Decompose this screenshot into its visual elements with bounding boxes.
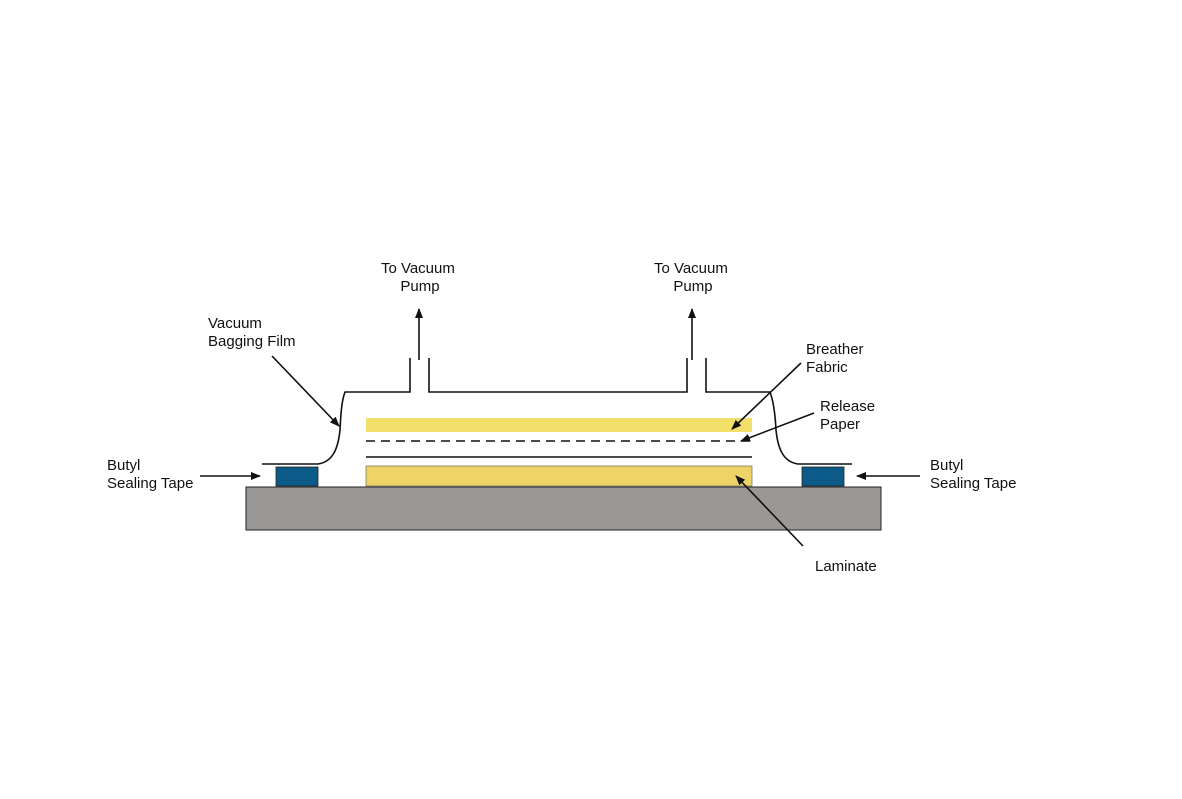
label-release-paper: Release Paper xyxy=(820,398,879,433)
vacuum-bagging-film xyxy=(262,358,852,465)
label-butyl-right: Butyl Sealing Tape xyxy=(930,457,1016,492)
sealing-tape-right xyxy=(801,466,845,487)
sealing-tape-left xyxy=(275,466,319,487)
leader-vacuum-bagging-film xyxy=(271,355,340,427)
laminate xyxy=(365,465,753,487)
leader-breather-fabric xyxy=(731,362,802,430)
label-vacuum-pump-left: To Vacuum Pump xyxy=(381,260,459,295)
tool-plate xyxy=(245,486,882,531)
leader-release-paper xyxy=(740,412,815,442)
label-laminate: Laminate xyxy=(815,558,877,575)
breather-fabric xyxy=(366,418,752,432)
label-breather-fabric: Breather Fabric xyxy=(806,341,868,376)
label-butyl-left: Butyl Sealing Tape xyxy=(107,457,193,492)
label-vacuum-bagging-film: Vacuum Bagging Film xyxy=(208,315,296,350)
label-vacuum-pump-right: To Vacuum Pump xyxy=(654,260,732,295)
leader-laminate xyxy=(735,475,804,547)
